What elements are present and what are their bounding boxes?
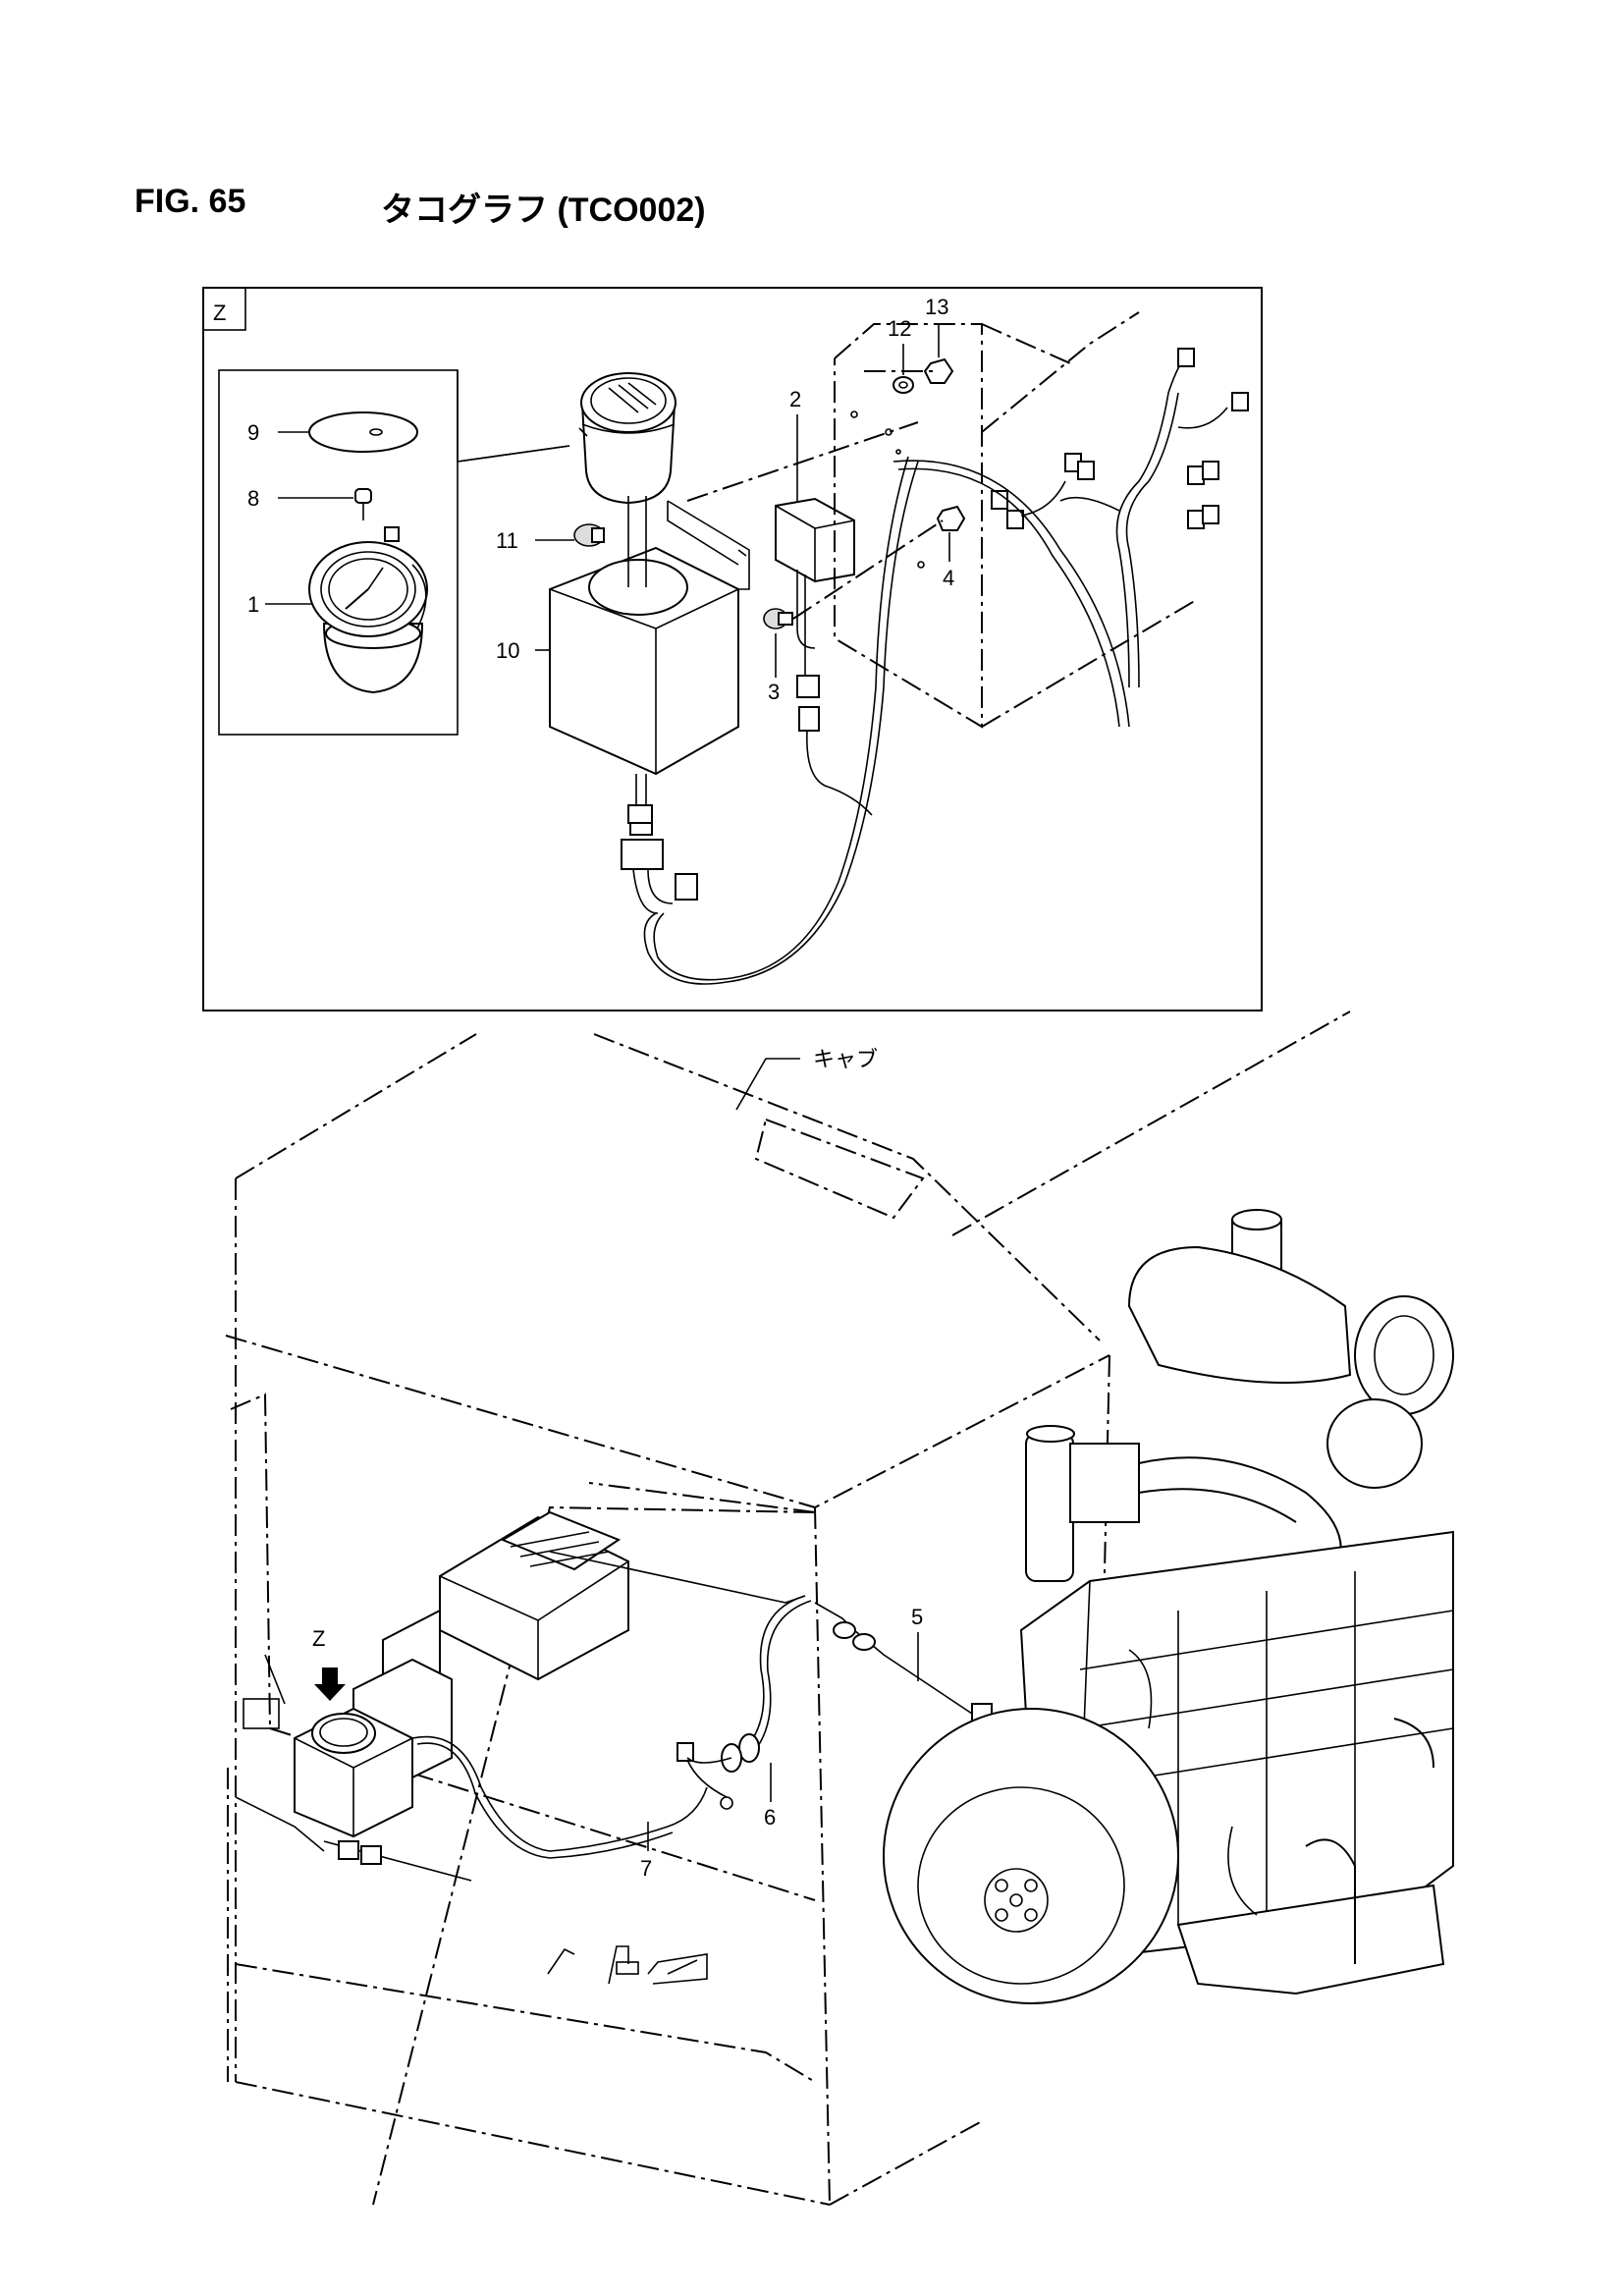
callout-7: 7	[640, 1856, 652, 1881]
panel-outline	[686, 311, 1199, 729]
main-view: キャブ Z	[225, 1011, 1454, 2206]
gauge-housing	[578, 372, 676, 505]
callout-6: 6	[764, 1805, 776, 1830]
cab-label: キャブ	[735, 1047, 878, 1111]
figure-title: タコグラフ (TCO002)	[381, 191, 706, 229]
washer-part	[893, 376, 914, 394]
view-marker: Z	[312, 1626, 325, 1651]
callout-5: 5	[911, 1605, 923, 1629]
callout-8: 8	[247, 486, 259, 511]
floor-controls	[547, 1945, 708, 1985]
callout-13: 13	[925, 295, 948, 319]
callout-3: 3	[768, 680, 780, 704]
view-label-box	[202, 287, 246, 331]
nut-part-13	[923, 357, 954, 384]
detail-view-z: Z	[202, 287, 1263, 1011]
disc-part	[308, 411, 418, 453]
harness-upper	[893, 348, 1249, 728]
main-callouts: 5 6 7	[640, 1605, 923, 1881]
screw-part	[573, 523, 605, 547]
detail-callouts: 9 8 1 11 10 2 3 4 12 13	[247, 295, 954, 704]
figure-number: FIG. 65	[135, 183, 246, 220]
callout-12: 12	[888, 316, 911, 341]
bushing-part	[354, 488, 372, 520]
cab-outline	[225, 1011, 1351, 2206]
engine-assembly	[883, 1209, 1454, 2004]
dashboard-assembly: Z	[235, 1510, 629, 1882]
callout-10: 10	[496, 638, 519, 663]
callout-4: 4	[943, 566, 954, 590]
callout-11: 11	[496, 528, 518, 553]
housing-box	[549, 496, 750, 776]
view-label: Z	[213, 301, 226, 325]
tacho-cables	[411, 1551, 993, 1859]
harness-lower	[621, 456, 919, 985]
control-module	[775, 497, 873, 816]
tachograph-gauge	[308, 526, 428, 694]
nut-part	[936, 505, 966, 531]
view-arrow-icon	[314, 1667, 346, 1701]
detail-frame	[202, 287, 1263, 1011]
callout-1: 1	[247, 592, 259, 617]
inset-frame	[218, 369, 459, 736]
bolt-part	[763, 608, 793, 629]
callout-2: 2	[789, 387, 801, 411]
cab-text: キャブ	[813, 1047, 878, 1071]
callout-9: 9	[247, 420, 259, 445]
